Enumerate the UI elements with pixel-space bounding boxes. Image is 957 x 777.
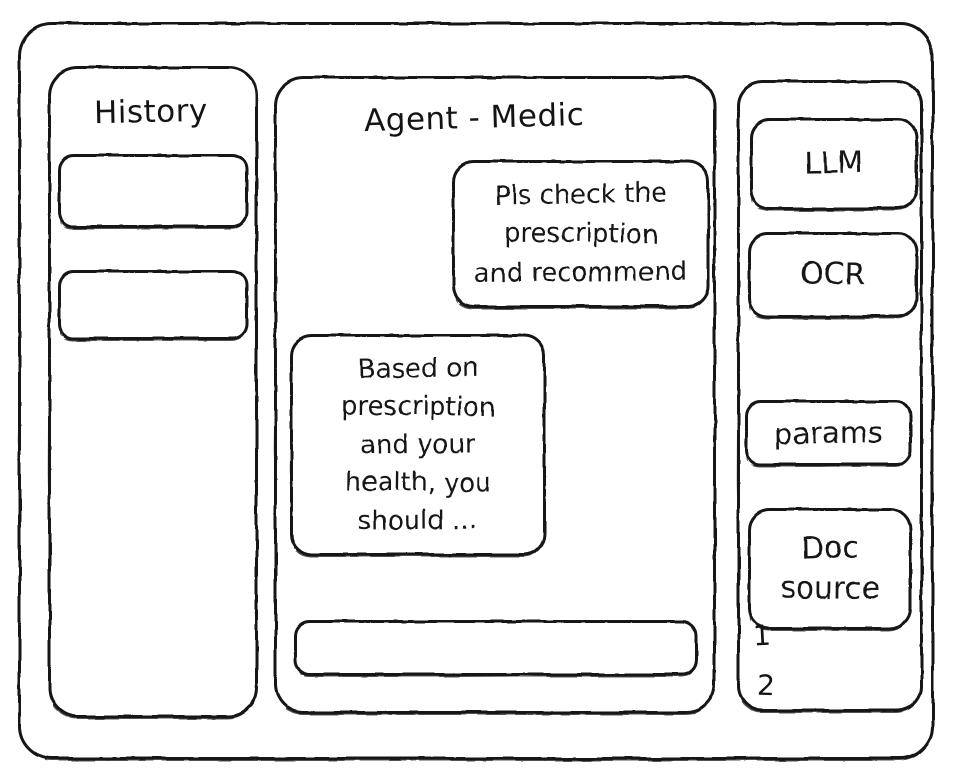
tool-label: Doc: [800, 530, 860, 567]
message-line: should ...: [358, 505, 478, 537]
user-message-bubble: Pls check the prescription and recommend: [452, 160, 710, 308]
tool-button-llm[interactable]: LLM: [750, 118, 918, 210]
doc-source-ref[interactable]: 1: [752, 618, 772, 653]
history-list-item[interactable]: [58, 270, 248, 340]
history-list-item[interactable]: [58, 154, 248, 228]
tool-label: OCR: [800, 256, 867, 293]
tool-label: source: [779, 570, 881, 607]
tool-button-params[interactable]: params: [745, 400, 912, 466]
message-line: health, you: [344, 466, 492, 500]
message-input[interactable]: [294, 620, 698, 676]
tool-button-ocr[interactable]: OCR: [748, 232, 918, 318]
agent-panel-title: Agent - Medic: [363, 96, 585, 140]
doc-source-ref[interactable]: 2: [756, 668, 776, 703]
history-panel-title: History: [93, 92, 209, 132]
tool-button-doc-source[interactable]: Doc source: [748, 508, 912, 630]
message-line: Based on: [357, 352, 479, 386]
message-line: and recommend: [474, 256, 688, 289]
tool-label: params: [773, 415, 884, 451]
assistant-message-bubble: Based on prescription and your health, y…: [290, 334, 546, 556]
message-line: Pls check the: [494, 178, 668, 211]
message-line: prescription: [503, 217, 659, 250]
message-line: and your: [360, 429, 476, 461]
tool-label: LLM: [803, 145, 865, 182]
message-line: prescription: [340, 391, 496, 423]
